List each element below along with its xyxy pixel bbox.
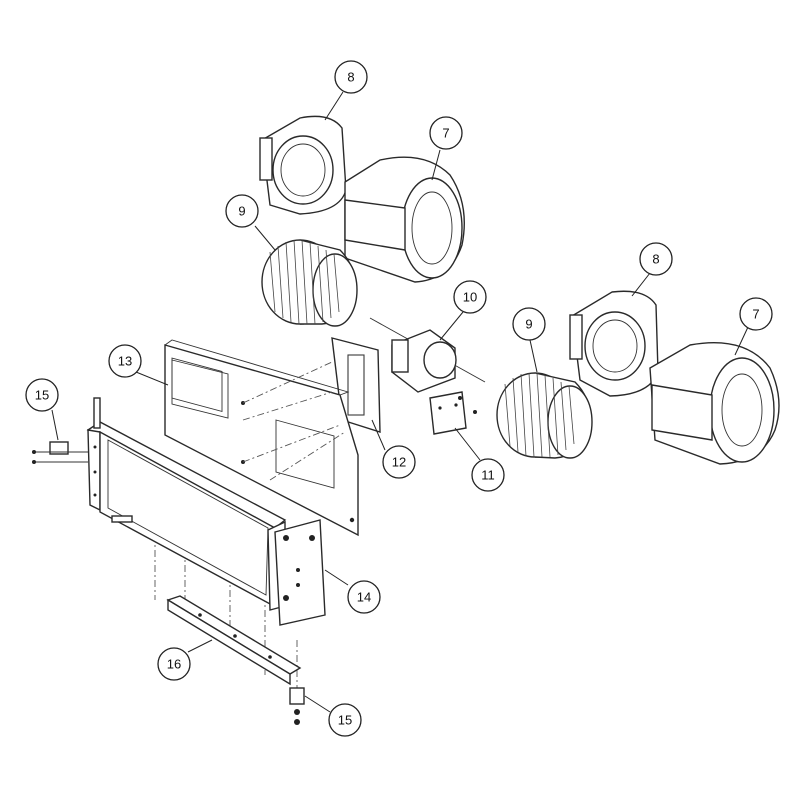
svg-text:15: 15 (338, 713, 352, 728)
bottom-rail (166, 595, 302, 686)
svg-text:11: 11 (481, 468, 495, 483)
blower-housing-top (344, 156, 465, 283)
main-frame (86, 397, 287, 611)
scroll-inlet-plate-right (569, 290, 659, 397)
svg-text:15: 15 (35, 388, 49, 403)
deck-panel (164, 339, 359, 537)
svg-text:7: 7 (752, 307, 759, 322)
electrical-box-bottom (289, 687, 305, 725)
callout-16: 16 (157, 647, 191, 681)
callout-15-bottom: 15 (328, 703, 362, 737)
blower-housing-right (649, 342, 780, 465)
callout-7-right: 7 (739, 297, 773, 331)
electrical-box-left (32, 441, 88, 464)
scroll-inlet-plate-top (259, 115, 347, 215)
blower-wheel-right (496, 372, 593, 459)
svg-text:14: 14 (357, 590, 371, 605)
leader-lines (51, 91, 749, 713)
callout-7-top: 7 (429, 116, 463, 150)
end-panel (274, 519, 326, 626)
callout-13: 13 (108, 344, 142, 378)
svg-text:13: 13 (118, 354, 132, 369)
svg-text:8: 8 (347, 70, 354, 85)
callout-15-left: 15 (25, 378, 59, 412)
svg-text:7: 7 (442, 126, 449, 141)
svg-text:16: 16 (167, 657, 181, 672)
callout-10: 10 (453, 280, 487, 314)
callout-12: 12 (382, 445, 416, 479)
callout-8-right: 8 (639, 242, 673, 276)
svg-text:9: 9 (525, 317, 532, 332)
callout-14: 14 (347, 580, 381, 614)
svg-text:12: 12 (392, 455, 406, 470)
svg-text:9: 9 (238, 204, 245, 219)
callout-9-right: 9 (512, 307, 546, 341)
callout-11: 11 (471, 458, 505, 492)
svg-text:8: 8 (652, 252, 659, 267)
motor (369, 317, 486, 393)
callout-9-top: 9 (225, 194, 259, 228)
callout-8-top: 8 (334, 60, 368, 94)
blower-wheel-top (261, 239, 358, 327)
svg-text:10: 10 (463, 290, 477, 305)
motor-mount-bracket (429, 391, 477, 435)
